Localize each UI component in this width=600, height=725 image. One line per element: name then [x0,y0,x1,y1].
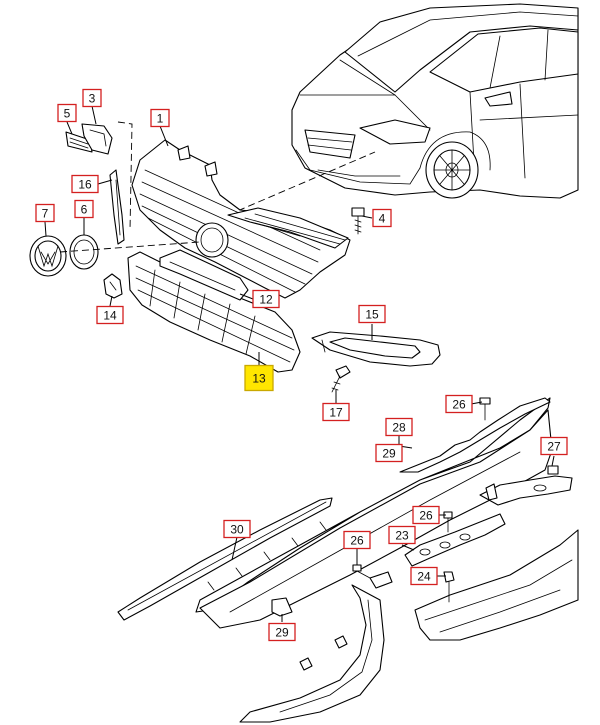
callout-box [372,208,392,228]
callout-box [57,103,77,123]
callout-box [343,530,371,550]
callout-box [445,394,473,414]
callout-label: 16 [78,178,92,192]
callout-label: 5 [64,107,71,121]
callout-box [71,174,99,194]
callout-box [385,417,413,437]
callout-box [540,436,568,456]
callout-7: 7 [35,203,55,223]
callout-label: 28 [392,421,406,435]
callout-label: 6 [81,203,88,217]
callout-label: 17 [329,406,343,420]
callout-label: 14 [103,309,117,323]
callout-15: 15 [358,304,386,324]
callout-label: 26 [419,509,433,523]
callout-label: 3 [89,92,96,106]
callout-box [35,203,55,223]
callout-6: 6 [74,199,94,219]
callout-box [96,305,124,325]
callout-17: 17 [322,402,350,422]
callout-label: 24 [417,570,431,584]
vw-emblem-part [29,235,67,277]
callout-box [252,289,280,309]
callout-label: 1 [157,112,164,126]
callout-label: 7 [42,207,49,221]
callout-label: 23 [395,529,409,543]
callout-5: 5 [57,103,77,123]
callout-label: 26 [350,534,364,548]
callout-4: 4 [372,208,392,228]
emblem-to-grille-leader [59,241,201,253]
callout-12: 12 [252,289,280,309]
callout-box [388,525,416,545]
callout-26: 26 [412,505,440,525]
grille-to-car-leader [227,151,376,216]
callout-29: 29 [268,622,296,642]
callout-box [82,88,102,108]
callout-box [410,566,438,586]
callout-box [244,364,274,392]
callout-23: 23 [388,525,416,545]
callout-box [322,402,350,422]
bracket-to-grille-leader [117,121,133,231]
callout-27: 27 [540,436,568,456]
callout-3: 3 [82,88,102,108]
side-skirt-assembly [117,397,579,723]
callout-box [375,443,403,463]
callout-16: 16 [71,174,99,194]
side-strip-part [109,169,125,245]
callout-29: 29 [375,443,403,463]
lower-bracket-part [103,273,123,299]
callout-30: 30 [223,519,251,539]
callout-box [412,505,440,525]
callout-label: 27 [547,440,561,454]
badge-part [65,131,93,153]
callout-box [74,199,94,219]
lower-grille-part [127,249,301,373]
callout-box [150,108,170,128]
callout-box [223,519,251,539]
callout-1: 1 [150,108,170,128]
callout-label: 30 [230,523,244,537]
callout-label: 13 [252,372,266,386]
callout-24: 24 [410,566,438,586]
callout-26: 26 [445,394,473,414]
callout-label: 4 [379,212,386,226]
callout-label: 29 [382,447,396,461]
emblem-ring-part [69,234,99,270]
callout-box [268,622,296,642]
leader-lines [44,105,555,622]
callout-26: 26 [343,530,371,550]
callout-label: 15 [365,308,379,322]
screw-part-17 [331,365,351,393]
screw-part-4 [351,207,365,235]
fog-trim-part [311,331,441,367]
callout-label: 29 [275,626,289,640]
callout-box [358,304,386,324]
callout-28: 28 [385,417,413,437]
callout-14: 14 [96,305,124,325]
callout-13: 13 [244,364,274,392]
callout-label: 26 [452,398,466,412]
upper-grille-part [131,139,351,299]
clip-bracket-part [81,123,113,155]
callout-label: 12 [259,293,273,307]
car-illustration [291,3,579,199]
